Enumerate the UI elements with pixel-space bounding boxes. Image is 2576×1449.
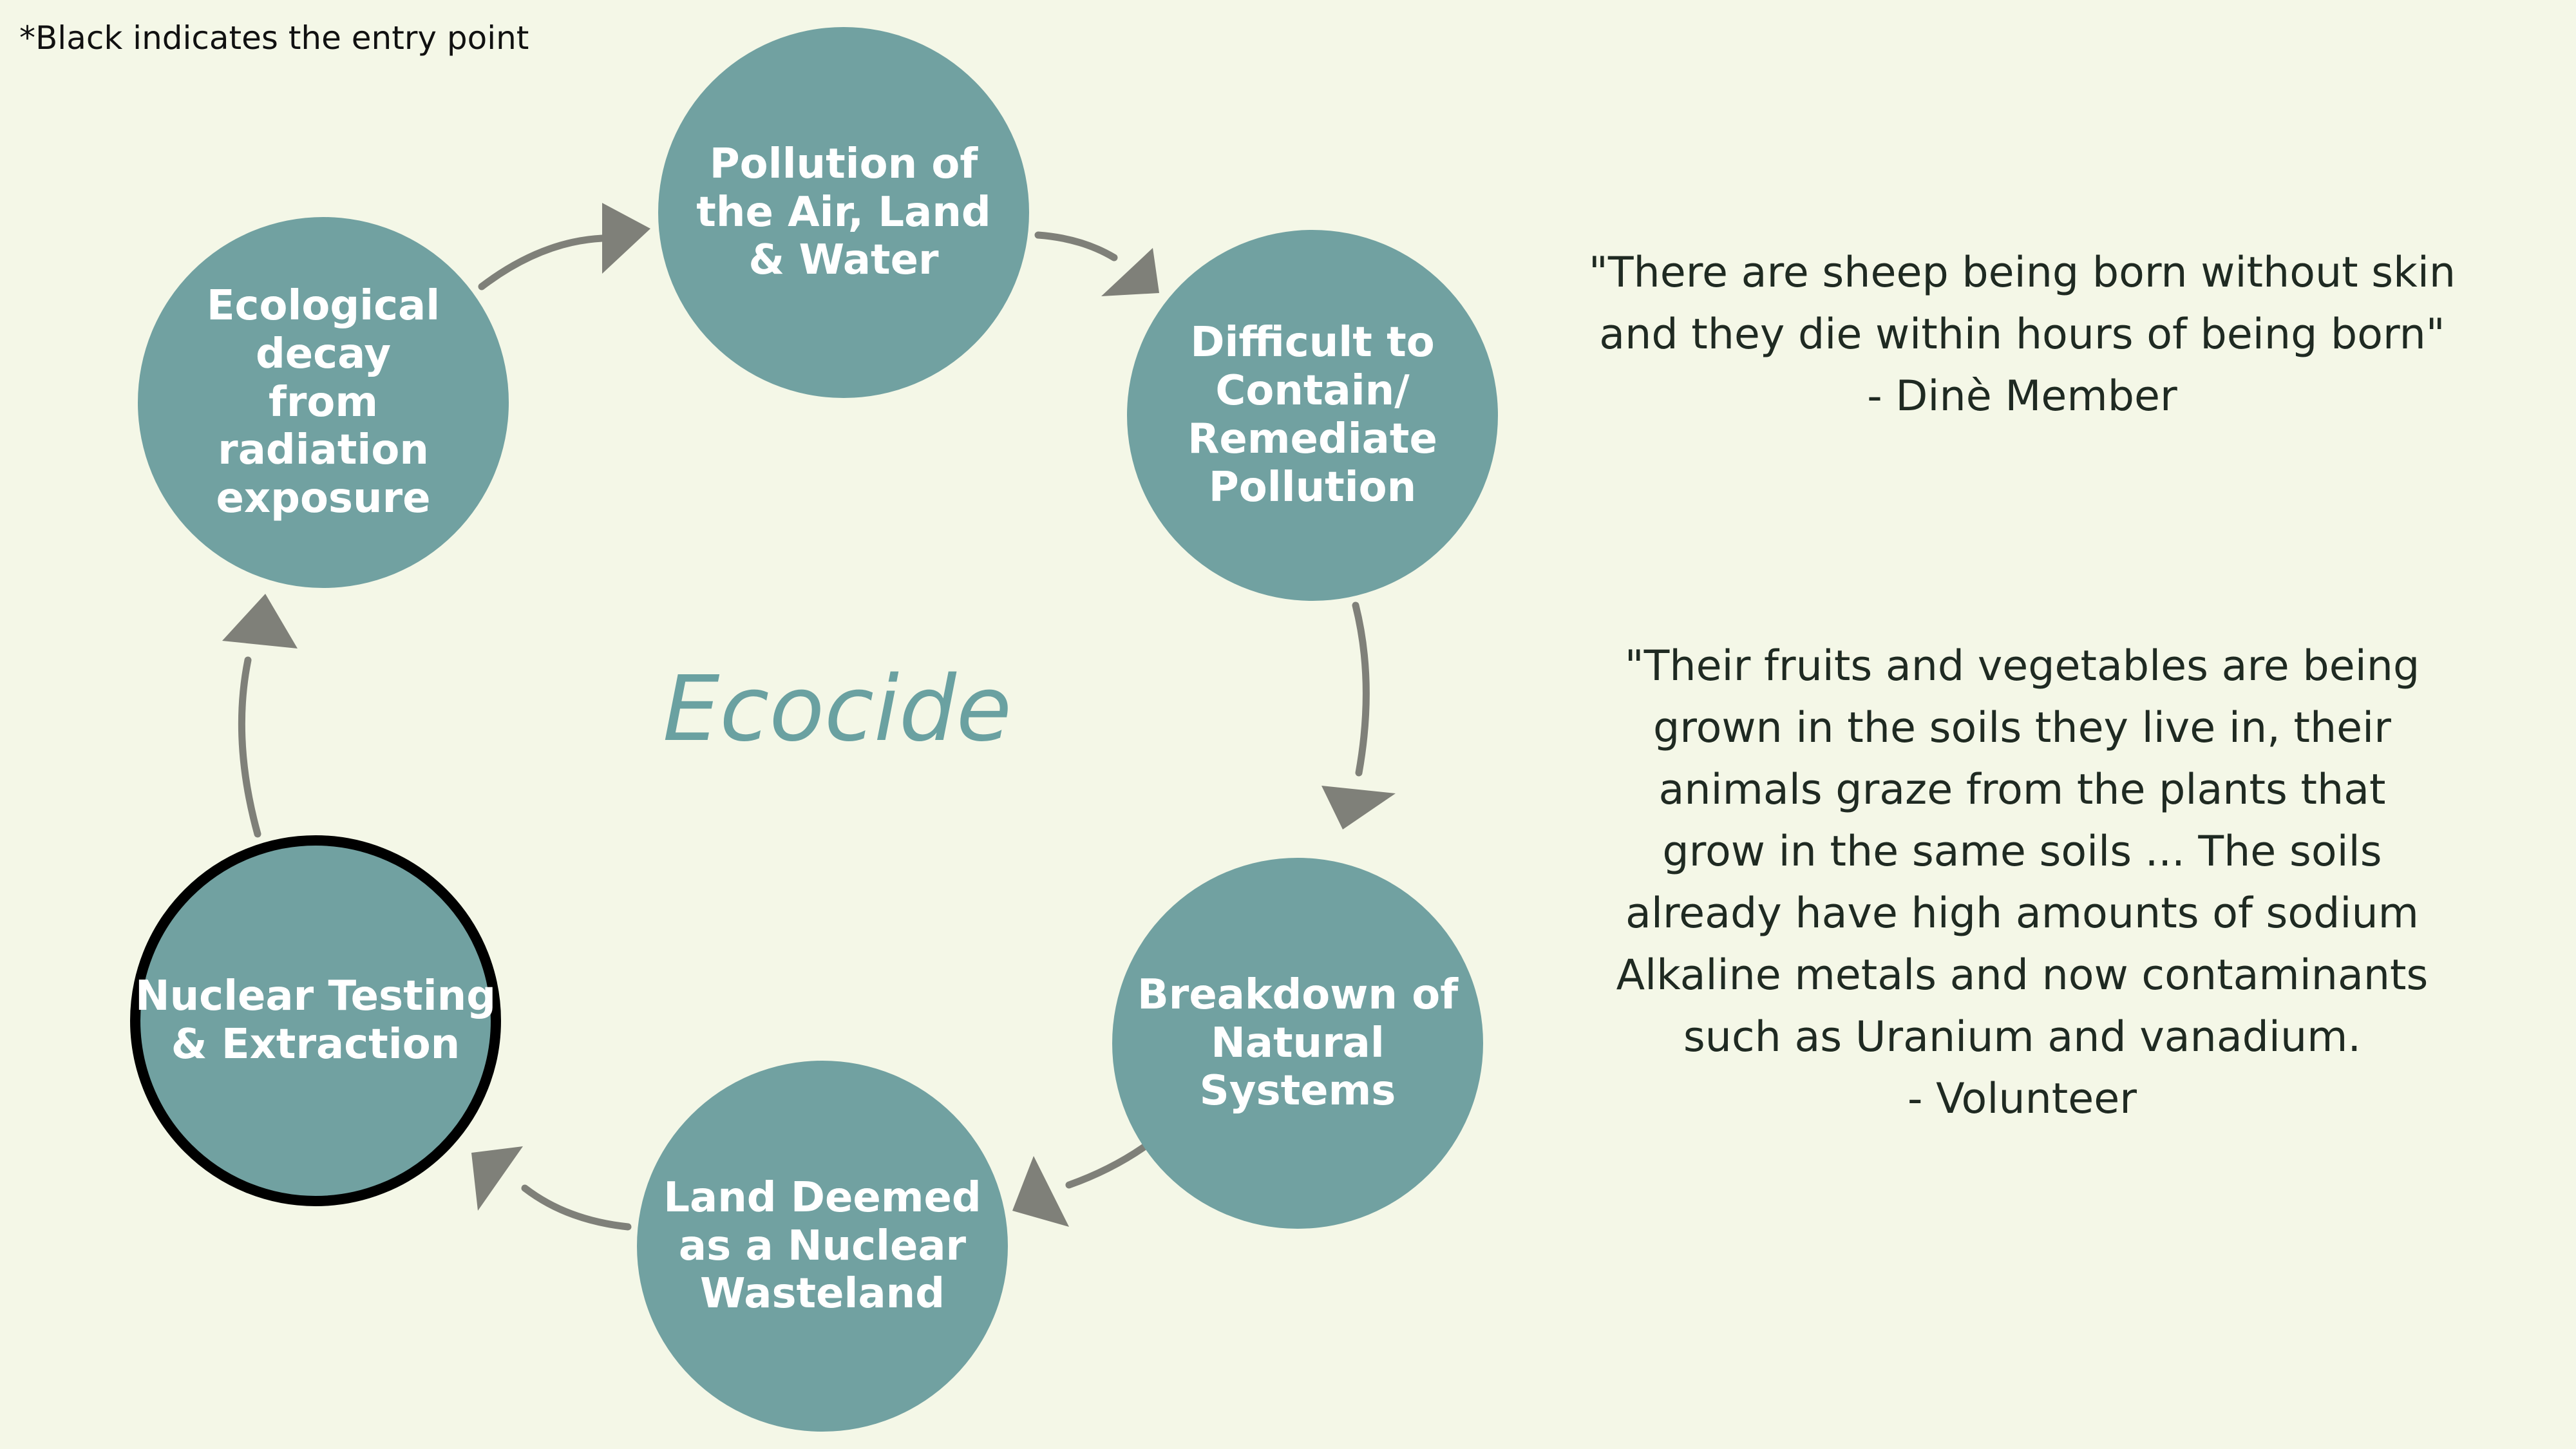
cycle-arrowhead bbox=[602, 203, 650, 274]
cycle-node-ecological bbox=[138, 217, 509, 588]
quote-line: grown in the soils they live in, their bbox=[1653, 704, 2391, 752]
quote-attribution: - Dinè Member bbox=[1867, 372, 2177, 421]
quote-line: "There are sheep being born without skin bbox=[1588, 249, 2456, 297]
cycle-arrow-shaft bbox=[1065, 1139, 1153, 1189]
cycle-arrowhead bbox=[1101, 248, 1159, 296]
cycle-arrowhead bbox=[471, 1146, 523, 1211]
cycle-node-pollution bbox=[658, 27, 1029, 398]
quote-line: already have high amounts of sodium bbox=[1625, 889, 2420, 938]
cycle-node-wasteland bbox=[637, 1061, 1008, 1432]
cycle-arrow-shaft bbox=[1034, 231, 1118, 261]
cycle-arrow-shaft bbox=[521, 1184, 632, 1231]
quote-line: animals graze from the plants that bbox=[1658, 766, 2386, 814]
cycle-node-nuclear bbox=[130, 835, 501, 1206]
cycle-title: Ecocide bbox=[663, 657, 1012, 762]
cycle-node-breakdown bbox=[1112, 858, 1483, 1229]
quote-line: such as Uranium and vanadium. bbox=[1683, 1013, 2362, 1061]
quote-line: Alkaline metals and now contaminants bbox=[1616, 951, 2429, 999]
entry-point-note: *Black indicates the entry point bbox=[19, 19, 529, 57]
quote-volunteer: "Their fruits and vegetables are being g… bbox=[1533, 636, 2512, 1130]
cycle-arrowhead bbox=[1012, 1156, 1069, 1227]
cycle-node-contain bbox=[1127, 230, 1498, 601]
quote-line: "Their fruits and vegetables are being bbox=[1624, 642, 2420, 690]
quote-line: grow in the same soils ... The soils bbox=[1662, 828, 2382, 876]
cycle-arrowhead bbox=[222, 594, 298, 649]
cycle-arrowhead bbox=[1321, 786, 1396, 829]
quote-dine-member: "There are sheep being born without skin… bbox=[1533, 242, 2512, 428]
cycle-arrow-shaft bbox=[478, 234, 606, 290]
cycle-arrow-shaft bbox=[238, 656, 261, 838]
quote-attribution: - Volunteer bbox=[1908, 1075, 2137, 1123]
cycle-arrow-shaft bbox=[1352, 601, 1370, 777]
quote-line: and they die within hours of being born" bbox=[1599, 310, 2445, 359]
